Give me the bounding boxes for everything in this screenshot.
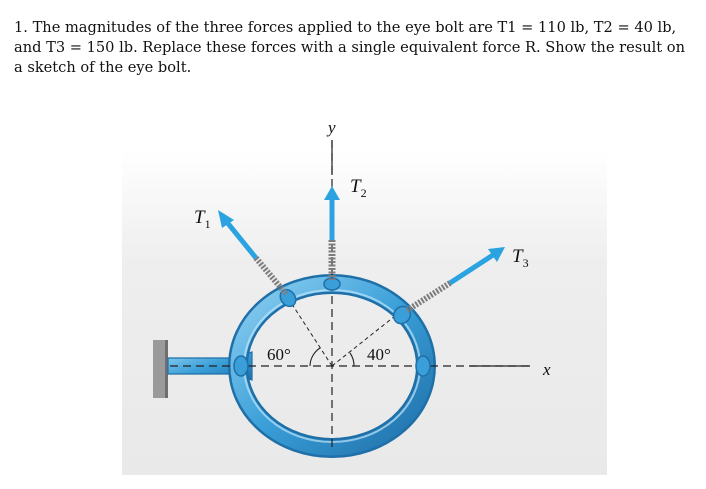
arrow-t3-head [488,247,505,262]
arrow-t1-shaft [224,219,258,260]
rope-t3 [404,280,452,314]
angle-arc-right [349,352,355,367]
angle-label-right: 40° [367,345,391,364]
wall [153,340,168,398]
clamp-bolt-right [415,355,431,377]
problem-statement: 1. The magnitudes of the three forces ap… [14,19,685,76]
label-t1: T1 [194,207,211,231]
y-axis-label: y [326,118,336,137]
label-t2: T2 [350,176,367,200]
angle-label-left: 60° [267,345,291,364]
clamp-bolt-left [233,355,249,377]
angle-arc-left [309,347,321,367]
arrow-t3-shaft [448,252,495,286]
clamp-top [323,277,341,291]
label-t3: T3 [512,246,529,270]
x-axis-label: x [542,360,551,379]
figure-background [122,150,607,475]
rope-t1 [253,256,289,296]
arrow-t1-head [218,210,234,228]
arrow-t2-head [324,186,340,200]
